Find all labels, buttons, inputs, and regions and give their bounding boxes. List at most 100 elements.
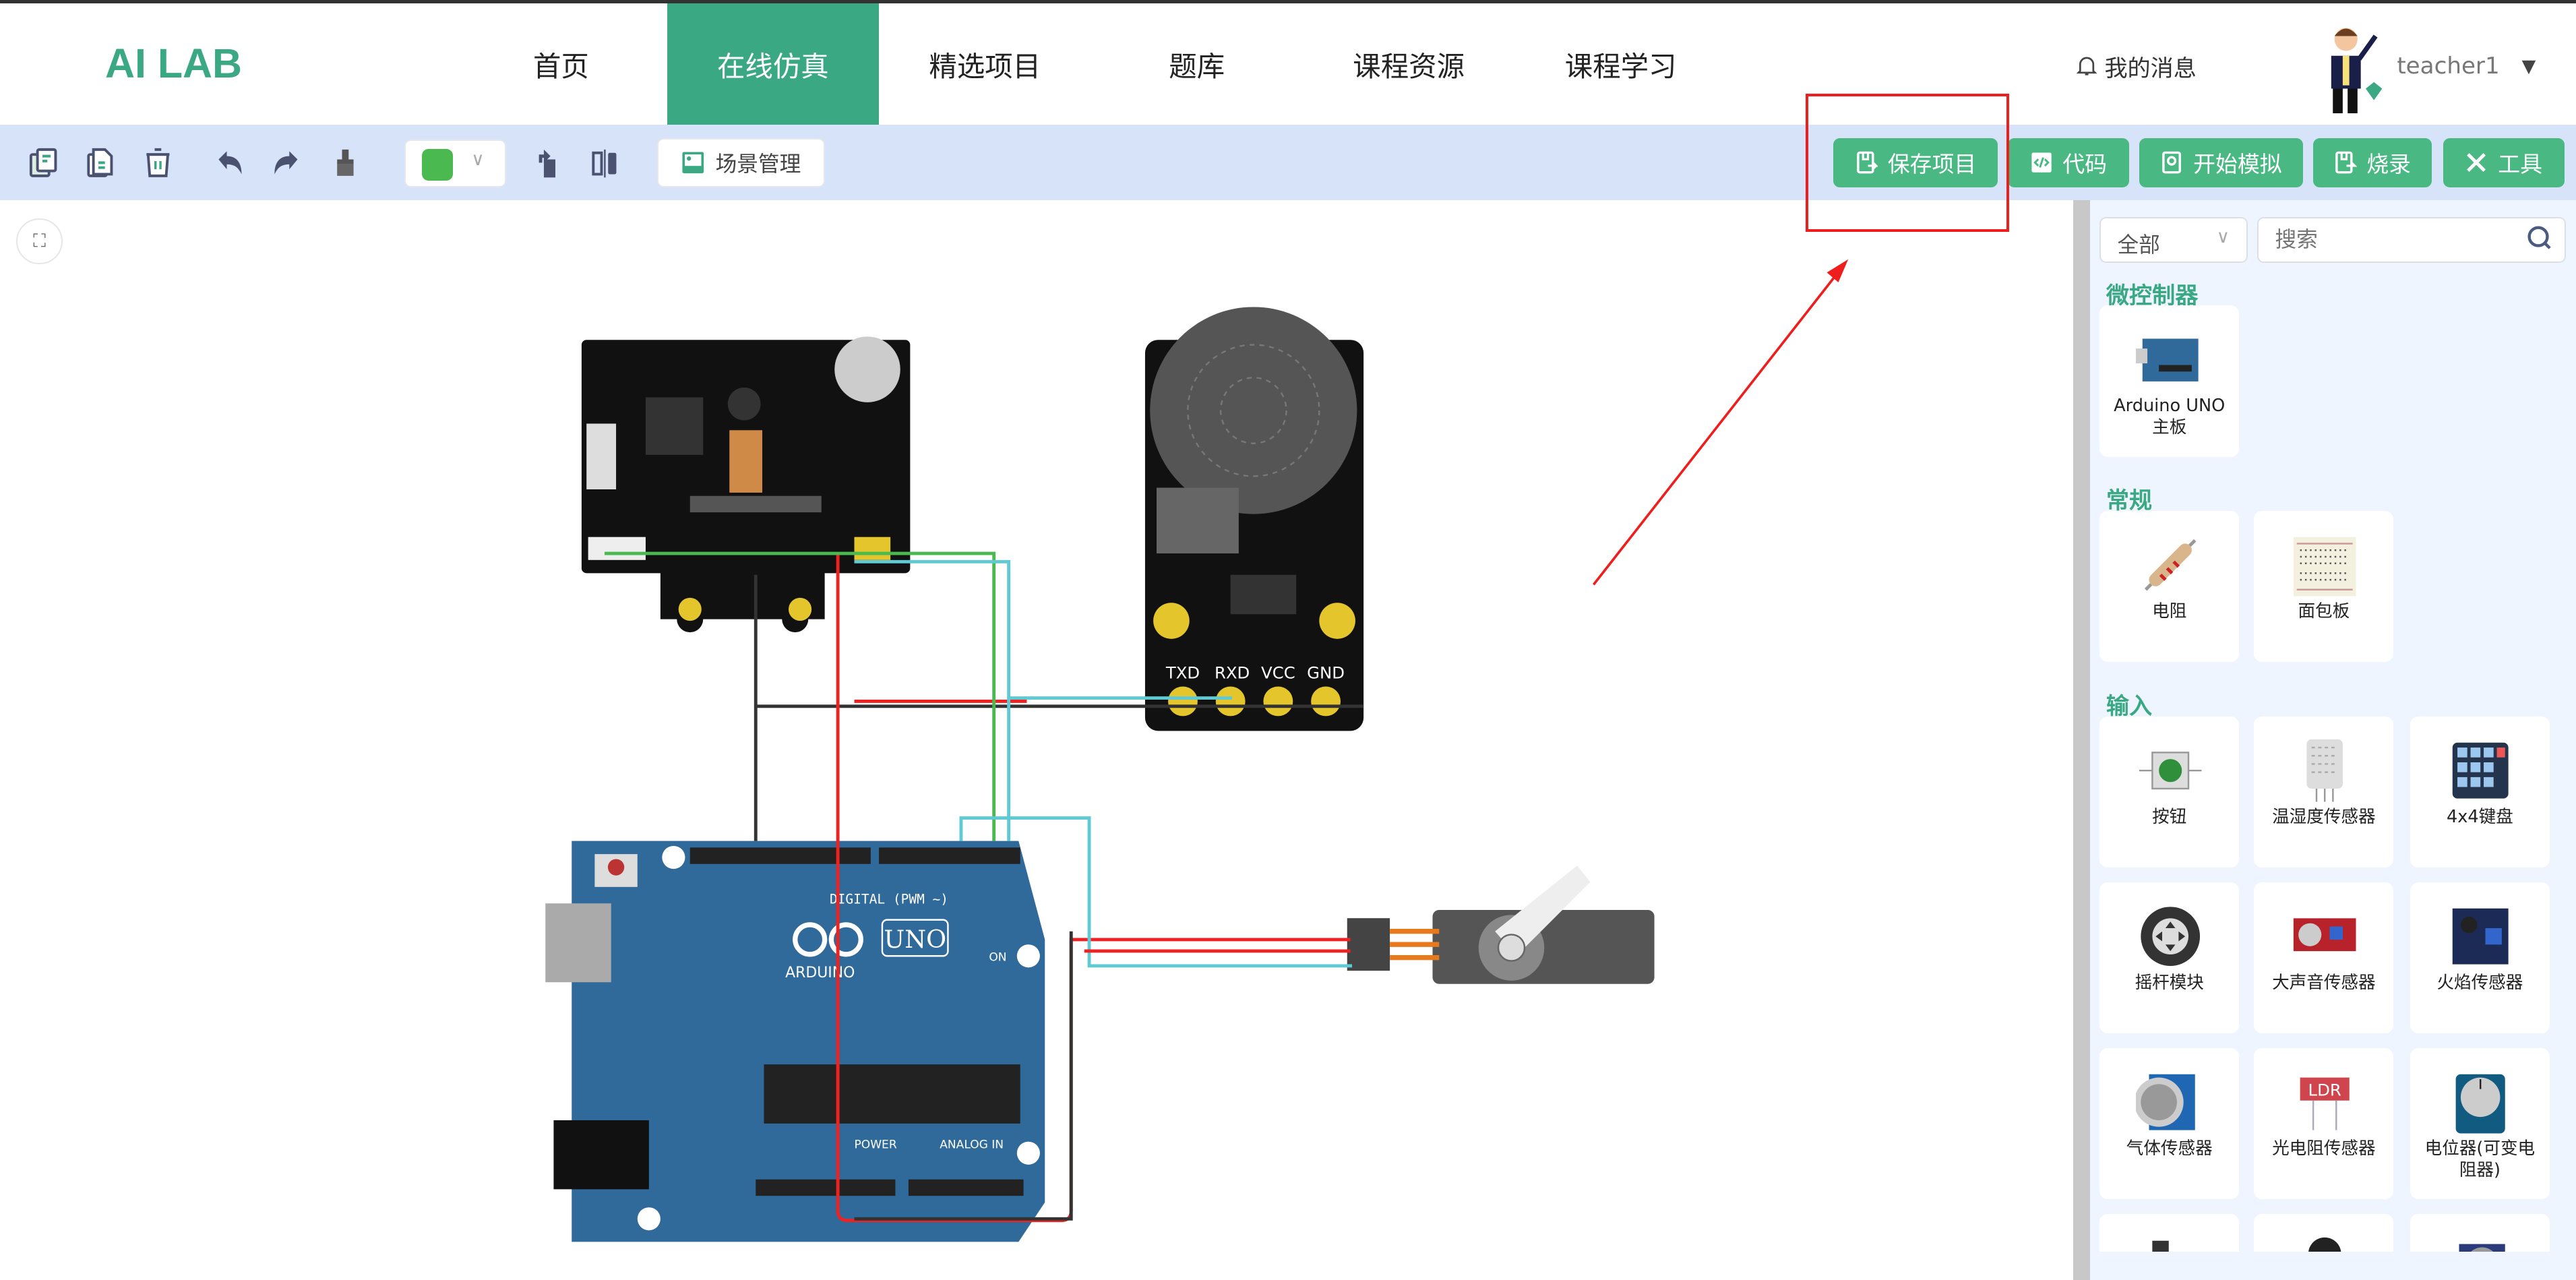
component-card-tilt[interactable] — [2099, 1214, 2239, 1252]
section-title: 输入 — [2106, 687, 2152, 721]
simulate-icon — [2160, 151, 2183, 174]
pin-label: TXD — [1165, 663, 1200, 683]
tools-icon — [2465, 151, 2488, 174]
messages-link[interactable]: 我的消息 — [2075, 49, 2197, 83]
nav-tab[interactable]: 课程资源 — [1303, 3, 1514, 125]
messages-label: 我的消息 — [2104, 49, 2196, 83]
component-label: 火焰传感器 — [2417, 973, 2544, 994]
component-card-dht[interactable]: 温湿度传感器 — [2254, 717, 2393, 867]
keypad-icon — [2446, 736, 2515, 805]
button-icon — [2136, 736, 2205, 805]
avatar[interactable] — [2313, 23, 2385, 115]
section-title: 微控制器 — [2106, 276, 2198, 310]
digital-label: DIGITAL (PWM ~) — [830, 892, 948, 907]
username[interactable]: teacher1 — [2397, 53, 2499, 80]
component-card-mic[interactable] — [2410, 1214, 2550, 1252]
component-label: 温湿度传感器 — [2261, 807, 2387, 828]
category-select[interactable]: 全部∨ — [2099, 217, 2247, 263]
flame-icon — [2446, 902, 2515, 971]
logo[interactable]: AI LAB — [105, 40, 242, 87]
breadboard-icon — [2290, 530, 2359, 599]
tools-button[interactable]: 工具 — [2443, 138, 2565, 187]
component-label: 电位器(可变电阻器) — [2417, 1138, 2544, 1181]
component-label: 4x4键盘 — [2417, 807, 2544, 828]
header: AI LAB 首页在线仿真精选项目题库课程资源课程学习 我的消息 teacher… — [0, 3, 2576, 125]
simulate-button[interactable]: 开始模拟 — [2139, 138, 2304, 187]
circuit-canvas[interactable]: ⛶ TXD RXD VCC GND — [0, 200, 2073, 1279]
ntc-icon — [2290, 1234, 2359, 1252]
component-label: Arduino UNO主板 — [2106, 396, 2233, 438]
toolbar: ∨ 场景管理 保存项目代码开始模拟烧录工具 — [0, 125, 2576, 200]
bell-icon — [2075, 55, 2098, 78]
nav-tab[interactable]: 在线仿真 — [667, 3, 879, 125]
component-card-ldr[interactable]: LDR 光电阻传感器 — [2254, 1048, 2393, 1199]
component-label: 摇杆模块 — [2106, 973, 2233, 994]
pin-label: GND — [1307, 663, 1345, 683]
component-card-joystick[interactable]: 摇杆模块 — [2099, 882, 2239, 1033]
search-input[interactable] — [2257, 217, 2566, 263]
delete-icon[interactable] — [142, 146, 175, 179]
paste-icon[interactable] — [84, 146, 117, 179]
image-icon — [681, 150, 706, 175]
upload-button[interactable]: 烧录 — [2313, 138, 2432, 187]
component-card-keypad[interactable]: 4x4键盘 — [2410, 717, 2550, 867]
component-card-ntc[interactable] — [2254, 1214, 2393, 1252]
code-button[interactable]: 代码 — [2008, 138, 2129, 187]
component-card-pot[interactable]: 电位器(可变电阻器) — [2410, 1048, 2550, 1199]
sound-icon — [2290, 902, 2359, 971]
component-card-flame[interactable]: 火焰传感器 — [2410, 882, 2550, 1033]
redo-icon[interactable] — [270, 146, 303, 179]
copy-icon[interactable] — [28, 146, 61, 179]
scene-manager-label: 场景管理 — [716, 147, 801, 178]
nav-tab[interactable]: 首页 — [455, 3, 667, 125]
flip-icon[interactable] — [588, 146, 621, 179]
speaker-module[interactable]: TXD RXD VCC GND — [1145, 307, 1363, 731]
undo-icon[interactable] — [214, 146, 247, 179]
wire-color-select[interactable]: ∨ — [404, 140, 506, 187]
power-label: POWER — [855, 1138, 897, 1152]
sidebar-scrollbar[interactable] — [2073, 200, 2089, 1279]
chevron-down-icon: ∨ — [471, 149, 485, 170]
upload-icon — [2333, 151, 2356, 174]
component-label: 气体传感器 — [2106, 1138, 2233, 1160]
scene-manager-button[interactable]: 场景管理 — [657, 138, 825, 187]
clear-brush-icon[interactable] — [329, 146, 362, 179]
nav-tab[interactable]: 题库 — [1091, 3, 1303, 125]
pot-icon — [2446, 1068, 2515, 1136]
rotate-icon[interactable] — [529, 146, 562, 179]
pin-label: RXD — [1215, 663, 1250, 683]
dht-icon — [2290, 736, 2359, 805]
component-card-breadboard[interactable]: 面包板 — [2254, 511, 2393, 662]
nav-tab[interactable]: 课程学习 — [1514, 3, 1726, 125]
color-swatch — [422, 149, 453, 180]
model-label: UNO — [884, 925, 946, 954]
button-label: 工具 — [2498, 147, 2542, 179]
annotation-arrow — [1593, 260, 1848, 585]
component-card-resistor[interactable]: 电阻 — [2099, 511, 2239, 662]
gas-icon — [2136, 1068, 2205, 1136]
component-card-button[interactable]: 按钮 — [2099, 717, 2239, 867]
svg-text:LDR: LDR — [2308, 1080, 2341, 1100]
category-value: 全部 — [2118, 233, 2160, 257]
analog-label: ANALOG IN — [940, 1138, 1004, 1152]
search-icon[interactable] — [2527, 225, 2553, 251]
user-menu-caret-icon[interactable]: ▼ — [2522, 56, 2536, 77]
section-title: 常规 — [2106, 481, 2152, 515]
component-label: 光电阻传感器 — [2261, 1138, 2387, 1160]
button-label: 烧录 — [2366, 147, 2411, 179]
resistor-icon — [2136, 530, 2205, 599]
button-label: 开始模拟 — [2193, 147, 2282, 179]
circuit-diagram: TXD RXD VCC GND DIGITAL (PWM ~) UNO — [0, 200, 2073, 1279]
component-card-gas[interactable]: 气体传感器 — [2099, 1048, 2239, 1199]
pin-label: VCC — [1261, 663, 1295, 683]
camera-module[interactable] — [582, 337, 911, 633]
component-card-arduino[interactable]: Arduino UNO主板 — [2099, 305, 2239, 456]
component-label: 大声音传感器 — [2261, 973, 2387, 994]
component-label: 按钮 — [2106, 807, 2233, 828]
arduino-uno-board[interactable]: DIGITAL (PWM ~) UNO ARDUINO ON POWER ANA… — [545, 841, 1045, 1242]
nav-tab[interactable]: 精选项目 — [879, 3, 1091, 125]
servo-motor[interactable] — [1347, 866, 1655, 985]
component-card-sound[interactable]: 大声音传感器 — [2254, 882, 2393, 1033]
